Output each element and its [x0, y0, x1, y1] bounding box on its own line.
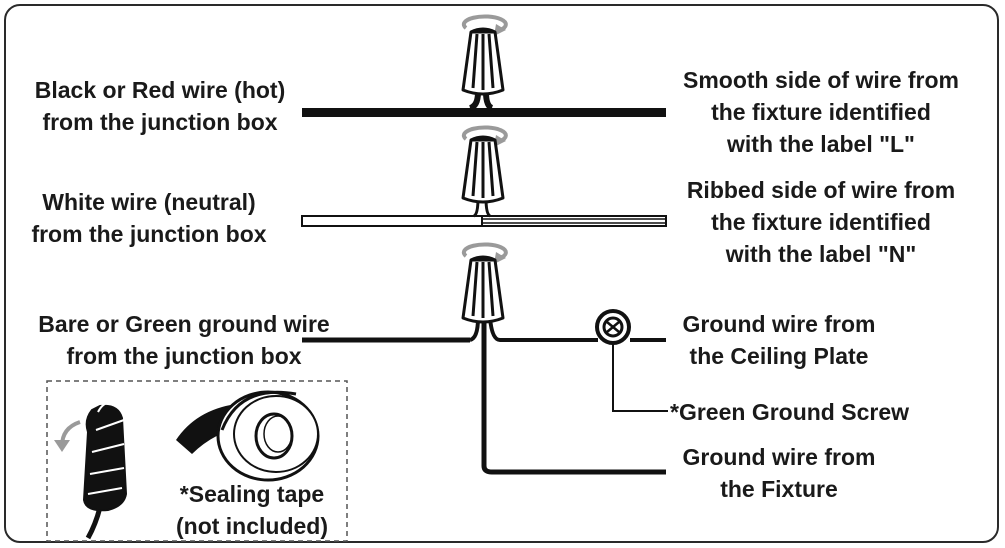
hot-wire — [302, 91, 666, 117]
hot-wire-label: Black or Red wire (hot)from the junction… — [34, 77, 286, 135]
wire-nut-icon — [461, 255, 505, 324]
taped-wire-icon — [54, 400, 128, 540]
wire-nut-icon — [461, 135, 505, 204]
screw-leader-line — [612, 344, 668, 412]
sealing-tape-label: *Sealing tape(not included) — [175, 481, 329, 539]
green-screw-label: *Green Ground Screw — [670, 399, 910, 425]
neutral-wire-label: White wire (neutral)from the junction bo… — [31, 189, 267, 247]
sealing-tape-inset — [46, 380, 348, 542]
diagram-frame — [4, 4, 999, 543]
neutral-wire — [301, 197, 667, 227]
wire-nut-icon — [461, 27, 505, 96]
tape-roll-icon — [176, 390, 320, 482]
ground-screw-icon — [595, 309, 631, 345]
